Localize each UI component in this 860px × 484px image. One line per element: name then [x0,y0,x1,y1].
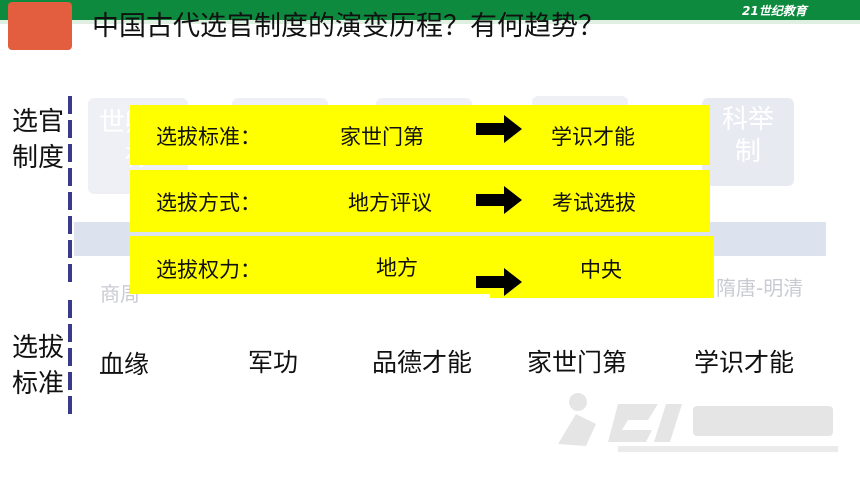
divider-line-top [68,96,72,286]
watermark-logo-icon [558,393,838,452]
row-standard-from: 家世门第 [340,125,424,149]
row-power-bg-left [130,236,490,294]
row-method-bg [130,170,710,232]
row-standard-bg [130,105,710,165]
system-box-5: 科举制 [702,98,794,186]
brand-logo: 21世纪教育 [742,4,807,18]
row-method-label: 选拔方式： [156,191,261,215]
row-power-from: 地方 [376,256,418,280]
era-label-5: 隋唐-明清 [716,276,804,300]
standard-item-4: 家世门第 [527,348,628,377]
corner-accent [8,2,72,50]
header-accent-strip [0,20,860,24]
label-selection-system: 选官 制度 [8,104,68,176]
row-power-bg-right [490,236,714,298]
row-standard-to: 学识才能 [551,125,635,149]
label-selection-standard-text: 选拔 标准 [11,333,64,399]
arrow-right-icon [476,268,522,296]
row-method-to: 考试选拔 [552,191,636,215]
label-selection-system-text: 选官 制度 [11,107,64,173]
row-power-to: 中央 [580,258,622,282]
header-bar [0,0,860,20]
system-box-5-text: 科举制 [721,105,774,167]
standard-item-3: 品德才能 [372,348,473,377]
row-method-from: 地方评议 [348,191,432,215]
row-power-label: 选拔权力： [156,258,261,282]
label-selection-standard: 选拔 标准 [8,330,68,402]
slide-title: 中国古代选官制度的演变历程？有何趋势？ [92,11,605,42]
arrow-right-icon [476,115,522,143]
divider-line-bottom [68,300,72,420]
arrow-right-icon [476,186,522,214]
standard-item-5: 学识才能 [694,348,795,377]
row-standard-label: 选拔标准： [156,125,261,149]
standard-item-1: 血缘 [99,350,150,379]
standard-item-2: 军功 [248,348,299,377]
